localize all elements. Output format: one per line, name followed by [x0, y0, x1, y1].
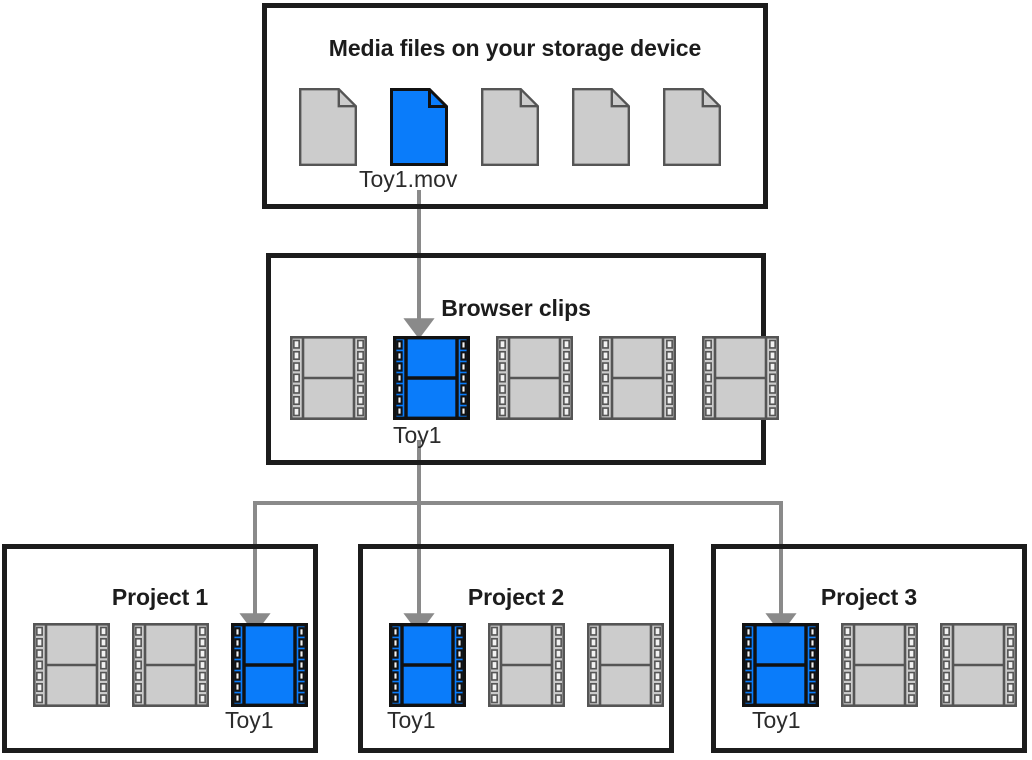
file-icon-2[interactable]: [390, 88, 448, 166]
project-2-panel: Project 2 Toy1: [358, 544, 674, 753]
browser-clips-panel: Browser clips Toy1: [266, 253, 779, 465]
browser-clips-title: Browser clips: [441, 295, 591, 321]
media-file-row: [299, 88, 721, 166]
browser-clip-row: [290, 336, 779, 420]
media-files-panel: Media files on your storage device Toy1.…: [262, 3, 768, 209]
project-1-clip-row: [33, 623, 308, 707]
project-1-title: Project 1: [111, 584, 209, 610]
project-3-clip-caption: Toy1: [752, 707, 801, 733]
project2-clip-2[interactable]: [488, 623, 565, 707]
file-icon-1[interactable]: [299, 88, 357, 166]
project-3-panel: Project 3 Toy1: [711, 544, 1027, 753]
file-icon-4[interactable]: [572, 88, 630, 166]
browser-clip-2[interactable]: [393, 336, 470, 420]
project3-clip-1[interactable]: [742, 623, 819, 707]
project-2-title: Project 2: [467, 584, 565, 610]
project2-clip-1[interactable]: [389, 623, 466, 707]
project3-clip-2[interactable]: [841, 623, 918, 707]
project1-clip-1[interactable]: [33, 623, 110, 707]
project-1-clip-caption: Toy1: [225, 707, 274, 733]
media-file-caption: Toy1.mov: [359, 166, 458, 192]
browser-clip-3[interactable]: [496, 336, 573, 420]
project-2-clip-row: [389, 623, 664, 707]
project1-clip-2[interactable]: [132, 623, 209, 707]
file-icon-5[interactable]: [663, 88, 721, 166]
browser-clip-1[interactable]: [290, 336, 367, 420]
browser-clip-5[interactable]: [702, 336, 779, 420]
media-files-title: Media files on your storage device: [328, 35, 702, 61]
project3-clip-3[interactable]: [940, 623, 1017, 707]
file-icon-3[interactable]: [481, 88, 539, 166]
project-1-panel: Project 1 Toy1: [2, 544, 318, 753]
project2-clip-3[interactable]: [587, 623, 664, 707]
project-2-clip-caption: Toy1: [387, 707, 436, 733]
browser-clip-4[interactable]: [599, 336, 676, 420]
project1-clip-3[interactable]: [231, 623, 308, 707]
project-3-title: Project 3: [820, 584, 918, 610]
project-3-clip-row: [742, 623, 1017, 707]
browser-clip-caption: Toy1: [393, 422, 442, 448]
